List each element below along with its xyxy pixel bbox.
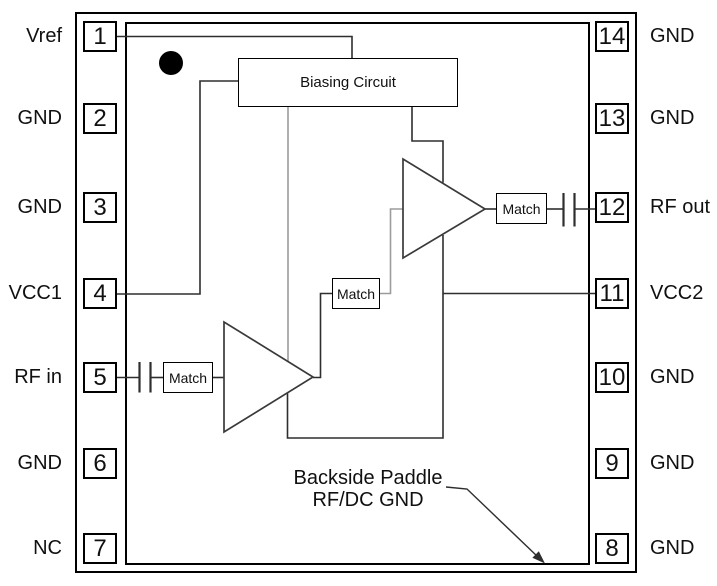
pin-number: 5 xyxy=(93,363,107,391)
pin-number: 10 xyxy=(598,363,626,391)
pin-label-gnd14: GND xyxy=(650,25,695,47)
wire-vcc1-to-bias xyxy=(117,80,238,295)
interstage-match-block: Match xyxy=(332,278,380,309)
pin-box-13: 13 xyxy=(595,103,629,134)
output-match-label: Match xyxy=(502,200,541,217)
pin-number: 2 xyxy=(93,104,107,132)
input-match-block: Match xyxy=(163,362,213,393)
pin-number: 11 xyxy=(599,279,625,307)
pin-box-5: 5 xyxy=(83,362,117,393)
pin-number: 7 xyxy=(93,534,107,562)
pin-box-4: 4 xyxy=(83,278,117,309)
backside-paddle-note-line2: RF/DC GND xyxy=(312,489,424,511)
pin-label-gnd3: GND xyxy=(17,196,62,218)
pin-number: 1 xyxy=(93,22,107,50)
pin-label-vcc2: VCC2 xyxy=(650,282,704,304)
pin-label-gnd2: GND xyxy=(17,107,62,129)
biasing-circuit-label: Biasing Circuit xyxy=(300,74,396,91)
pin-box-14: 14 xyxy=(595,21,629,52)
pin-number: 9 xyxy=(605,449,619,477)
pin-label-gnd10: GND xyxy=(650,366,695,388)
pin-box-6: 6 xyxy=(83,448,117,479)
input-match-label: Match xyxy=(168,369,208,386)
pin-box-8: 8 xyxy=(595,533,629,564)
pin1-indicator-dot xyxy=(159,51,183,75)
output-match-block: Match xyxy=(496,193,547,224)
wire-vref-to-bias xyxy=(115,35,353,58)
pin-number: 8 xyxy=(605,534,619,562)
wire-match2-to-amp2 xyxy=(380,208,403,295)
pin-number: 6 xyxy=(93,449,107,477)
pin-number: 4 xyxy=(93,279,107,307)
biasing-circuit-block: Biasing Circuit xyxy=(238,58,458,107)
pin-box-1: 1 xyxy=(83,21,117,52)
pin-box-11: 11 xyxy=(595,278,629,309)
pin-box-12: 12 xyxy=(595,192,629,223)
wire-bias-to-amp2 xyxy=(411,107,444,183)
package-outline xyxy=(75,12,637,573)
pin-box-9: 9 xyxy=(595,448,629,479)
pin-label-vref: Vref xyxy=(26,25,62,47)
pin-label-gnd9: GND xyxy=(650,452,695,474)
backside-paddle-note: Backside Paddle RF/DC GND xyxy=(270,467,466,511)
interstage-match-label: Match xyxy=(336,285,376,302)
backside-paddle-note-line1: Backside Paddle xyxy=(293,467,443,489)
pin-label-nc: NC xyxy=(33,537,62,559)
pin-box-2: 2 xyxy=(83,103,117,134)
pin-number: 13 xyxy=(598,104,626,132)
pin-label-gnd8: GND xyxy=(650,537,695,559)
wire-amp1-to-match2 xyxy=(313,292,332,379)
paddle-arrow-head xyxy=(532,551,545,564)
pin-label-gnd6: GND xyxy=(17,452,62,474)
pin-number: 14 xyxy=(598,22,626,50)
paddle-arrow-line xyxy=(445,486,539,558)
pin-box-10: 10 xyxy=(595,362,629,393)
pin-label-rfout: RF out xyxy=(650,196,711,218)
wire-vcc2-to-amps xyxy=(286,235,444,439)
pin-label-rfin: RF in xyxy=(14,366,62,388)
pin-number: 12 xyxy=(598,193,626,221)
pin-label-gnd13: GND xyxy=(650,107,695,129)
pin-label-vcc1: VCC1 xyxy=(8,282,62,304)
amplifier-stage1-symbol xyxy=(223,320,315,434)
pin-box-3: 3 xyxy=(83,192,117,223)
pin-number: 3 xyxy=(93,193,107,221)
amplifier-stage2-symbol xyxy=(402,157,487,260)
pin-box-7: 7 xyxy=(83,533,117,564)
